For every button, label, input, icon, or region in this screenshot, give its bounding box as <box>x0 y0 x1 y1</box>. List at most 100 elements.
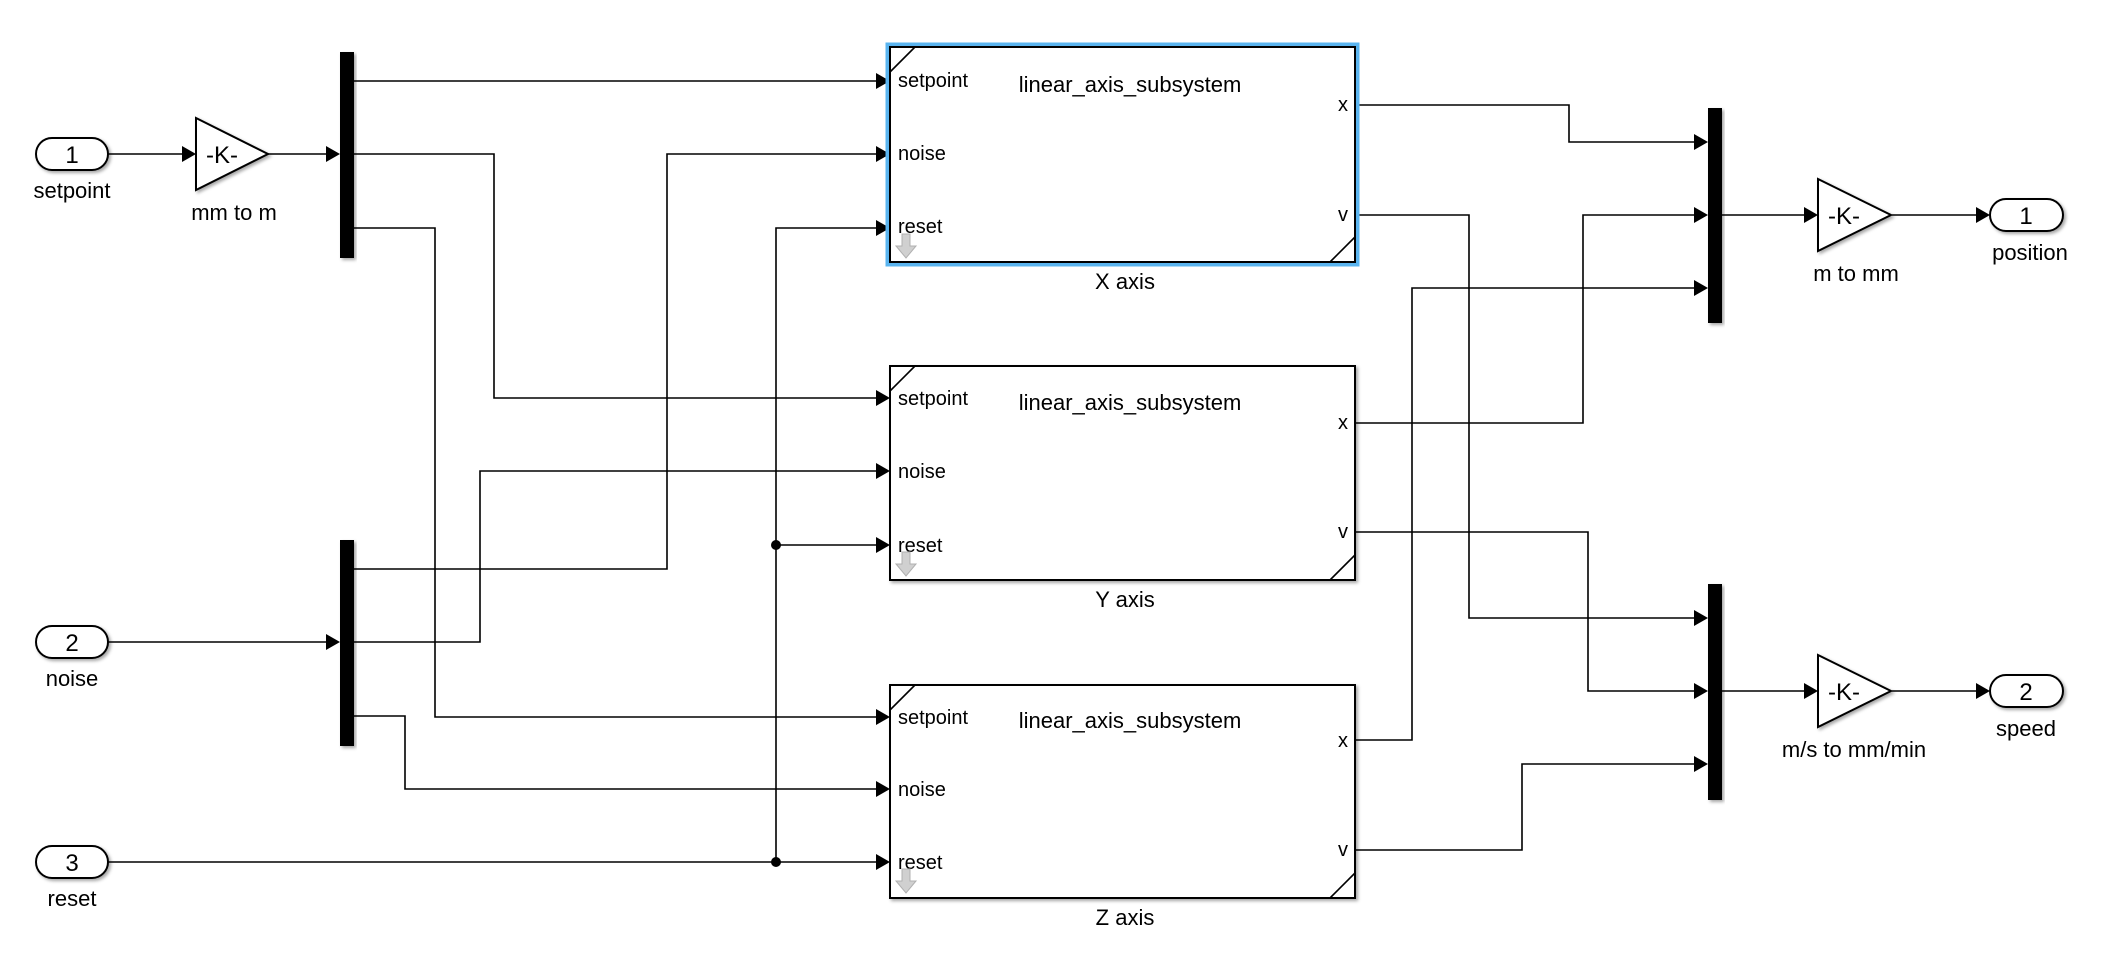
arrow-icon <box>182 146 196 162</box>
outport-label: position <box>1992 240 2068 265</box>
selection-highlight <box>885 42 1360 267</box>
port-label-noise: noise <box>898 461 946 483</box>
subsystem-title: linear_axis_subsystem <box>1019 390 1242 415</box>
mux-position[interactable] <box>1708 108 1722 323</box>
gain-value: -K- <box>1828 679 1860 706</box>
arrow-icon <box>876 73 890 89</box>
port-label-x: x <box>1338 730 1348 752</box>
port-label-reset: reset <box>898 216 943 238</box>
gain-label: m to mm <box>1813 261 1899 286</box>
inport-number: 3 <box>65 850 78 877</box>
subsystem-title: linear_axis_subsystem <box>1019 708 1242 733</box>
port-label-v: v <box>1338 204 1348 226</box>
demux-noise[interactable] <box>340 540 354 746</box>
wire-x-pos[interactable] <box>1355 104 1694 143</box>
outport-number: 2 <box>2019 679 2032 706</box>
inport-setpoint[interactable]: 1 setpoint <box>33 137 111 203</box>
look-under-mask-icon[interactable] <box>894 551 918 577</box>
branch-point <box>771 857 781 867</box>
arrow-icon <box>1804 207 1818 223</box>
port-label-setpoint: setpoint <box>898 388 968 410</box>
corner-mark <box>889 684 916 711</box>
corner-mark <box>1329 872 1356 899</box>
gain-ms-to-mmmin[interactable]: -K- m/s to mm/min <box>1782 653 1926 762</box>
wire-x-speed[interactable] <box>1355 214 1694 619</box>
port-label-noise: noise <box>898 779 946 801</box>
arrow-icon <box>876 390 890 406</box>
arrow-icon <box>1976 207 1990 223</box>
arrow-icon <box>876 537 890 553</box>
gain-triangle <box>1817 653 1894 729</box>
corner-mark <box>889 365 916 392</box>
inport-reset[interactable]: 3 reset <box>35 845 109 911</box>
inport-number: 2 <box>65 630 78 657</box>
gain-label: m/s to mm/min <box>1782 737 1926 762</box>
arrow-icon <box>876 709 890 725</box>
arrow-icon <box>1694 207 1708 223</box>
arrow-icon <box>876 781 890 797</box>
arrow-icon <box>1694 134 1708 150</box>
port-label-x: x <box>1338 94 1348 116</box>
wire-setpoint-y[interactable] <box>354 153 876 399</box>
outport-number: 1 <box>2019 203 2032 230</box>
arrow-icon <box>876 854 890 870</box>
port-label-x: x <box>1338 412 1348 434</box>
subsystem-label: Y axis <box>1095 587 1155 612</box>
gain-label: mm to m <box>191 200 277 225</box>
corner-mark <box>1329 236 1356 263</box>
subsystem-body <box>889 46 1356 263</box>
outport-speed[interactable]: 2 speed <box>1989 674 2064 741</box>
demux-setpoint[interactable] <box>340 52 354 258</box>
corner-mark <box>1329 554 1356 581</box>
arrow-icon <box>1694 280 1708 296</box>
arrow-icon <box>876 220 890 236</box>
arrow-icon <box>876 463 890 479</box>
wire-setpoint-z[interactable] <box>354 227 876 718</box>
outport-shape <box>1989 198 2064 232</box>
subsystem-x-axis[interactable]: linear_axis_subsystem setpoint noise res… <box>885 42 1360 294</box>
wire-z-speed[interactable] <box>1355 763 1694 851</box>
subsystem-body <box>889 684 1356 899</box>
look-under-mask-icon[interactable] <box>894 233 918 259</box>
mux-speed[interactable] <box>1708 584 1722 800</box>
arrow-icon <box>1976 683 1990 699</box>
wire-noise-z[interactable] <box>354 715 876 790</box>
outport-shape <box>1989 674 2064 708</box>
gain-value: -K- <box>1828 203 1860 230</box>
subsystem-title: linear_axis_subsystem <box>1019 72 1242 97</box>
wire-noise-x[interactable] <box>354 153 876 570</box>
wire-noise-y[interactable] <box>354 470 876 643</box>
subsystem-z-axis[interactable]: linear_axis_subsystem setpoint noise res… <box>889 684 1356 930</box>
look-under-mask-icon[interactable] <box>894 868 918 894</box>
port-label-v: v <box>1338 521 1348 543</box>
arrow-icon <box>326 634 340 650</box>
wire-z-pos[interactable] <box>1355 287 1694 741</box>
branch-point <box>771 540 781 550</box>
gain-mm-to-m[interactable]: -K- mm to m <box>191 116 277 225</box>
gain-triangle <box>1817 177 1894 253</box>
inport-label: reset <box>48 886 97 911</box>
inport-noise[interactable]: 2 noise <box>35 625 109 691</box>
inport-shape <box>35 137 109 171</box>
corner-mark <box>889 46 916 73</box>
port-label-setpoint: setpoint <box>898 707 968 729</box>
port-label-setpoint: setpoint <box>898 70 968 92</box>
inport-shape <box>35 625 109 659</box>
subsystem-y-axis[interactable]: linear_axis_subsystem setpoint noise res… <box>889 365 1356 612</box>
inport-label: setpoint <box>33 178 110 203</box>
subsystem-label: X axis <box>1095 269 1155 294</box>
inport-shape <box>35 845 109 879</box>
inport-number: 1 <box>65 142 78 169</box>
outport-position[interactable]: 1 position <box>1989 198 2068 265</box>
wire-reset-branch[interactable] <box>775 227 876 862</box>
gain-m-to-mm[interactable]: -K- m to mm <box>1813 177 1899 286</box>
wire-y-speed[interactable] <box>1355 531 1694 692</box>
wire-y-pos[interactable] <box>1355 214 1694 424</box>
gain-triangle <box>195 116 271 192</box>
arrow-icon <box>326 146 340 162</box>
port-label-noise: noise <box>898 143 946 165</box>
arrow-icon <box>1804 683 1818 699</box>
subsystem-body <box>889 365 1356 581</box>
gain-value: -K- <box>206 142 238 169</box>
